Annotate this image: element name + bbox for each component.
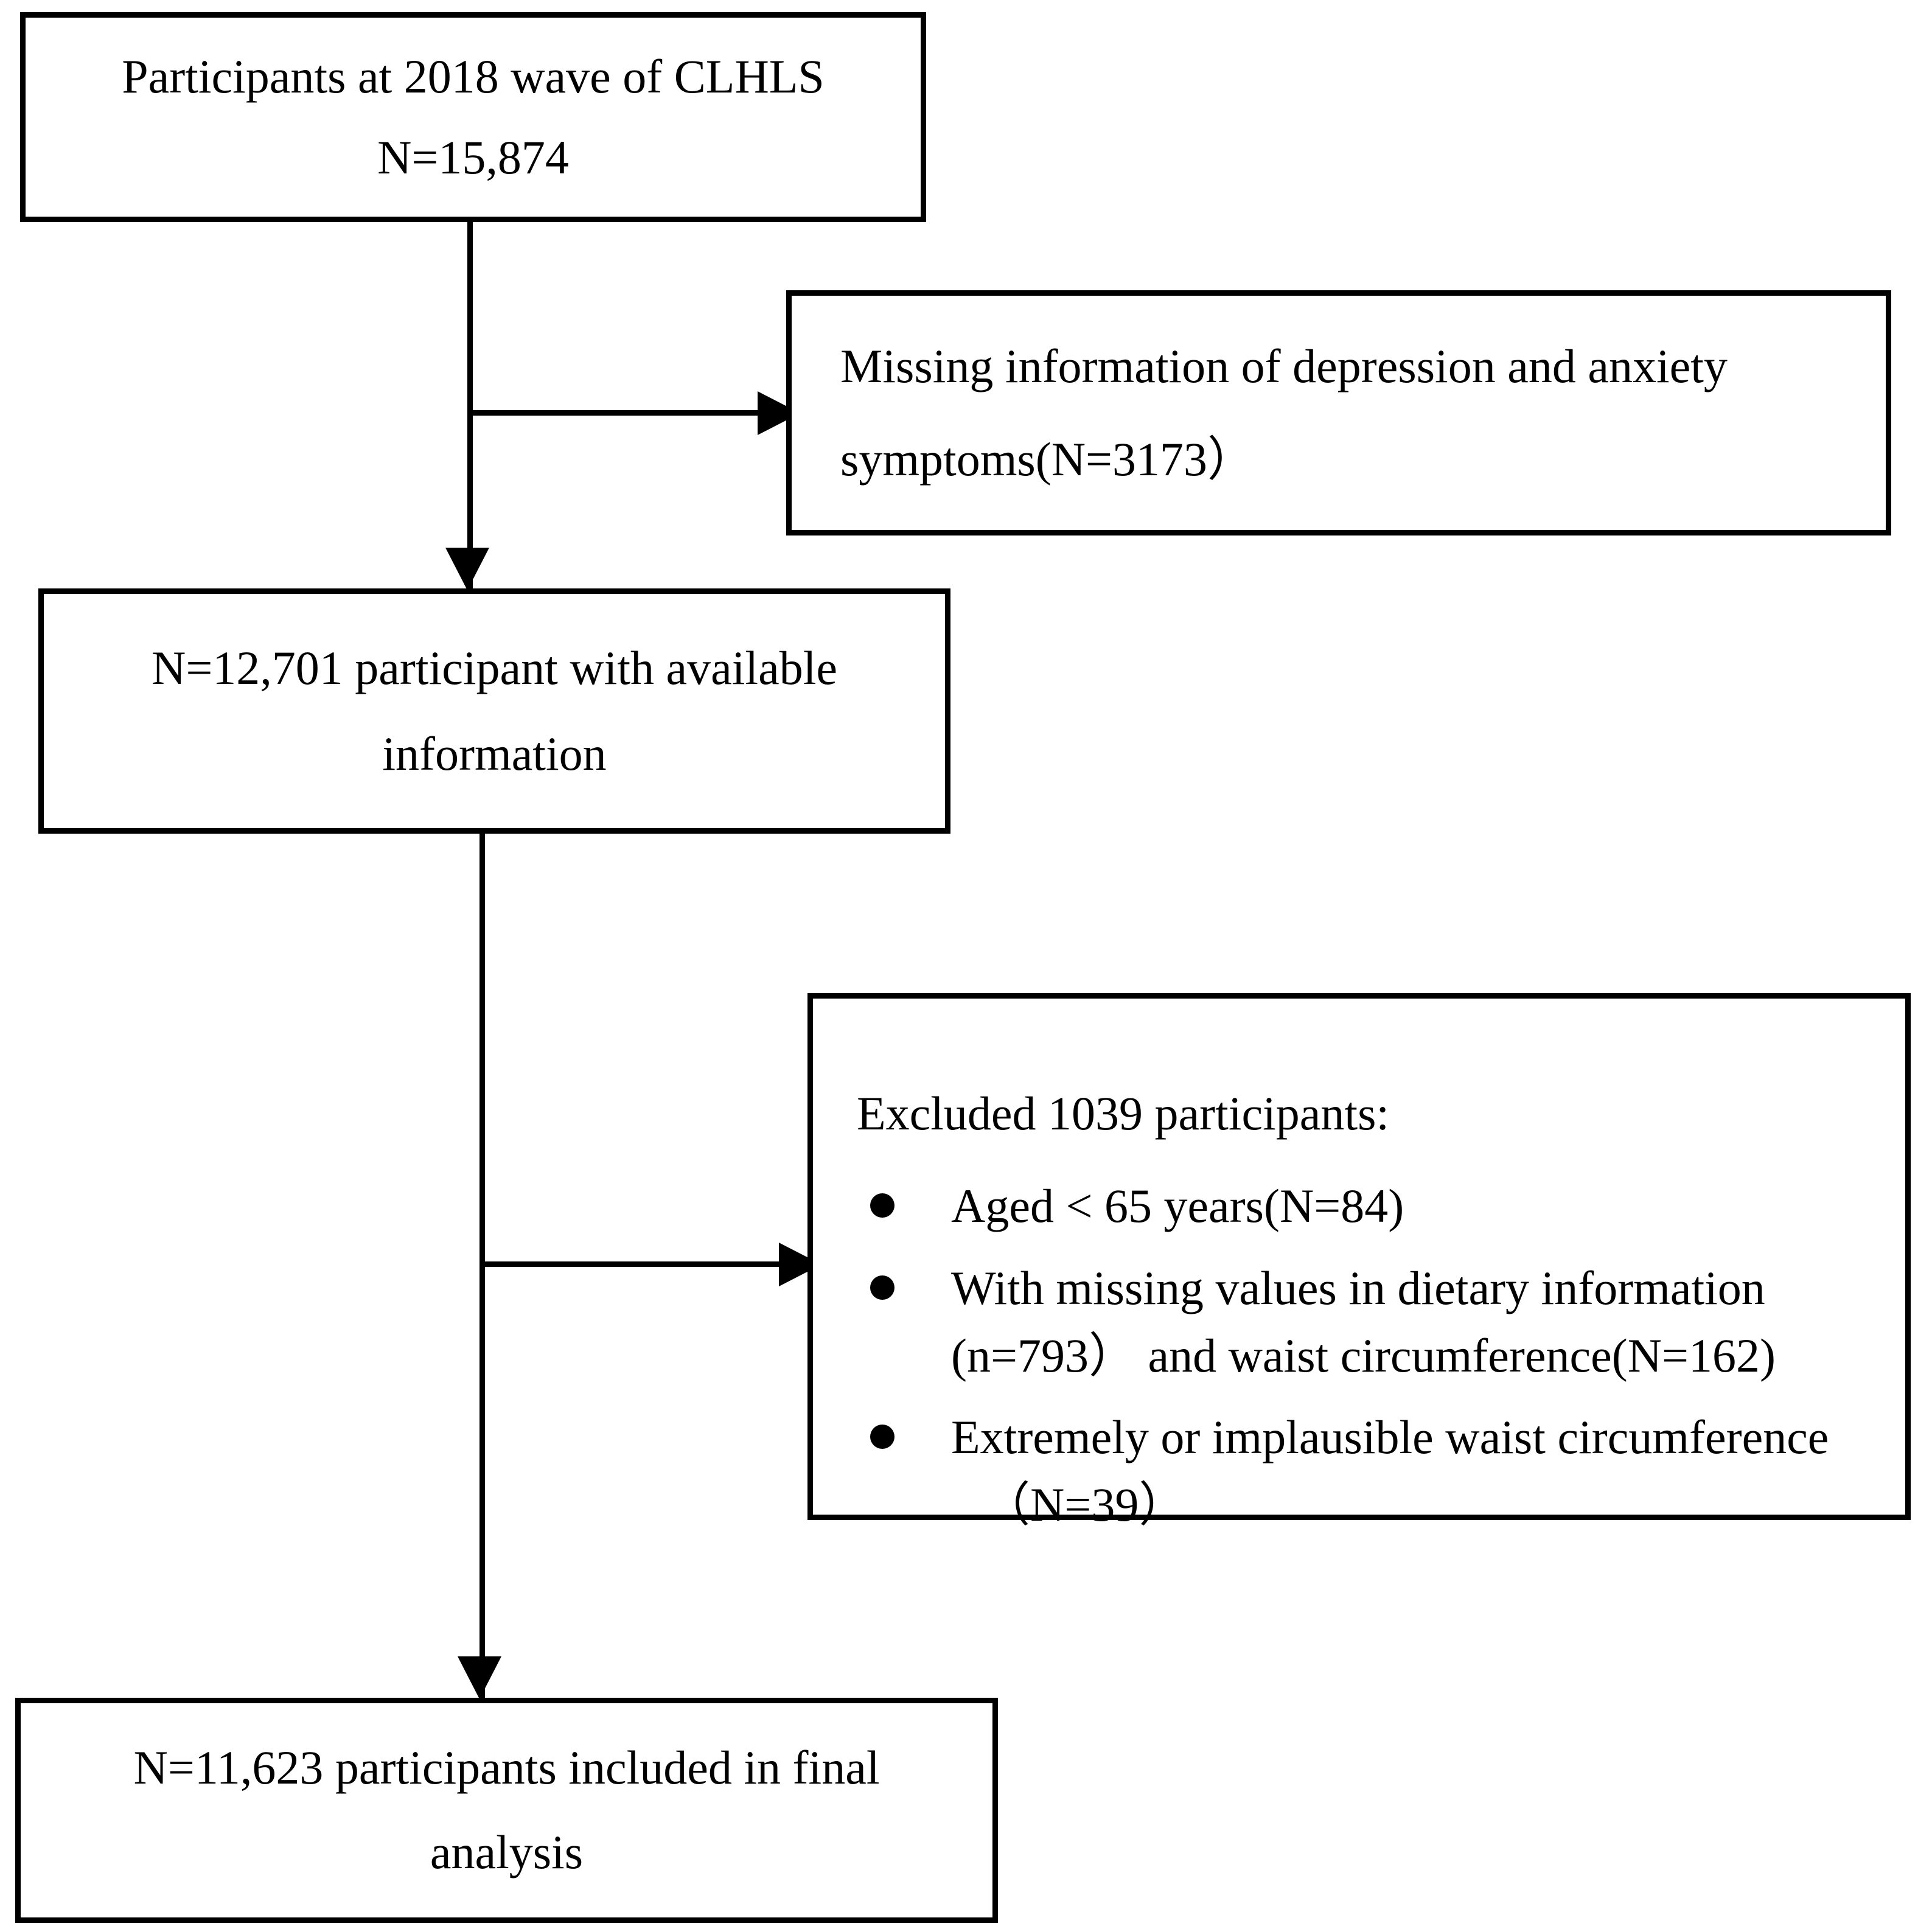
list-item-line-1: Extremely or implausible waist circumfer…	[951, 1411, 1829, 1464]
list-item-line-1: With missing values in dietary informati…	[951, 1261, 1765, 1314]
list-item-line-2: （N=39）	[983, 1478, 1187, 1531]
arrow-down-icon-source-to-available	[445, 548, 489, 590]
list-item: Extremely or implausible waist circumfer…	[857, 1404, 1881, 1539]
list-item: Aged < 65 years(N=84)	[857, 1173, 1881, 1240]
connector-available-to-exclusion2-line	[485, 1261, 786, 1267]
connector-source-to-available-line	[467, 222, 473, 593]
box-final-line-1: N=11,623 participants included in final	[133, 1741, 880, 1795]
connector-source-to-exclusion1-line	[473, 410, 765, 416]
exclusion-list: Aged < 65 years(N=84) With missing value…	[857, 1173, 1881, 1554]
box-available-line-1: N=12,701 participant with available	[151, 641, 837, 695]
box-source-population: Participants at 2018 wave of CLHLS N=15,…	[20, 12, 926, 222]
list-item-line-1: Aged < 65 years(N=84)	[951, 1179, 1404, 1232]
box-exclusion-1-line-2: symptoms(N=3173）	[840, 432, 1255, 486]
list-item-line-2: (n=793） and waist circumference(N=162)	[951, 1328, 1776, 1382]
box-final-line-2: analysis	[430, 1826, 584, 1878]
box-final-analysis: N=11,623 participants included in final …	[15, 1698, 998, 1923]
arrow-down-icon-available-to-final	[458, 1656, 501, 1699]
box-exclusion-1-line-1: Missing information of depression and an…	[840, 340, 1728, 393]
box-source-line-1: Participants at 2018 wave of CLHLS	[122, 49, 825, 103]
list-item: With missing values in dietary informati…	[857, 1255, 1881, 1390]
box-source-line-2: N=15,874	[377, 130, 569, 184]
bullet-icon	[870, 1193, 895, 1218]
bullet-icon	[870, 1425, 895, 1449]
box-available-information: N=12,701 participant with available info…	[38, 588, 950, 834]
box-exclusion-criteria-list: Excluded 1039 participants: Aged < 65 ye…	[807, 993, 1911, 1531]
box-exclusion-missing-symptoms: Missing information of depression and an…	[786, 290, 1891, 535]
exclusion-list-title: Excluded 1039 participants:	[857, 1087, 1390, 1140]
connector-available-to-final-line	[480, 834, 485, 1704]
bullet-icon	[870, 1275, 895, 1300]
box-available-line-2: information	[382, 727, 607, 780]
